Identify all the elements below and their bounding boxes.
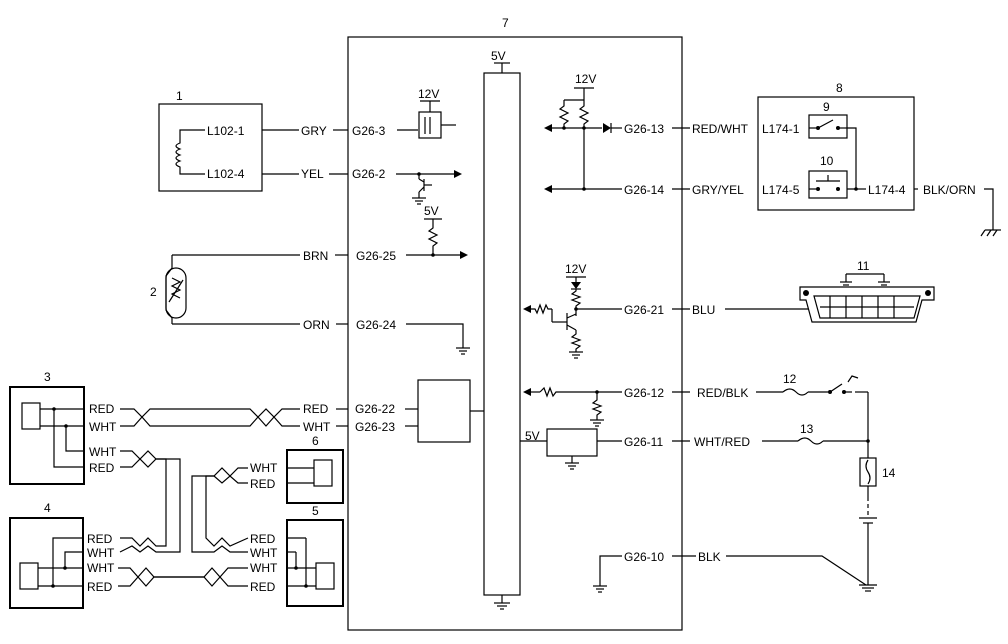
wire-red-blk: RED/BLK: [697, 386, 748, 400]
pin-g26-23: G26-23: [355, 420, 395, 434]
pin-g26-11: G26-11: [624, 435, 663, 449]
voltage-5v-regulator: 5V: [525, 429, 540, 443]
module-3: 3: [9, 370, 85, 485]
component-label-7: 7: [502, 16, 509, 30]
pin-g26-10: G26-10: [624, 550, 664, 564]
voltage-12v-blu: 12V: [565, 262, 586, 276]
wire-yel: YEL: [301, 167, 324, 181]
pin-l102-1: L102-1: [207, 124, 245, 138]
temperature-sensor: 2: [150, 254, 300, 325]
diagnostic-connector: 11: [799, 259, 935, 323]
pin-g26-12: G26-12: [624, 386, 664, 400]
pin-g26-13: G26-13: [624, 122, 664, 136]
can-transceiver: [417, 379, 471, 443]
component-label-14: 14: [882, 466, 896, 480]
wire-wht-5a: WHT: [250, 546, 278, 560]
wire-red-3a: RED: [89, 402, 115, 416]
component-label-11: 11: [857, 259, 870, 273]
wire-red-6: RED: [250, 477, 276, 491]
component-label-9: 9: [823, 100, 830, 114]
fuse-14: 14: [859, 441, 896, 497]
wire-blk-orn: BLK/ORN: [923, 183, 976, 197]
pin-g26-14: G26-14: [624, 183, 664, 197]
wire-wht-4a: WHT: [87, 546, 115, 560]
voltage-12v-relay: 12V: [575, 72, 596, 86]
component-label-13: 13: [800, 422, 814, 436]
pin-g26-25: G26-25: [356, 249, 396, 263]
pin-g26-21: G26-21: [624, 303, 664, 317]
wire-wht-7: WHT: [303, 420, 331, 434]
component-label-3: 3: [44, 370, 51, 384]
bus-voltage-label: 5V: [491, 49, 506, 63]
component-label-12: 12: [783, 372, 797, 386]
coil-sensor: 1 L102-1 L102-4: [158, 89, 263, 192]
wire-brn: BRN: [303, 249, 328, 263]
wire-wht-3b: WHT: [89, 445, 117, 459]
wire-orn: ORN: [303, 318, 330, 332]
wire-red-5b: RED: [250, 580, 276, 594]
mosfet-symbol: 12V: [418, 87, 456, 139]
pin-l174-4: L174-4: [868, 183, 906, 197]
pin-l174-5: L174-5: [762, 183, 800, 197]
pin-g26-2: G26-2: [352, 167, 386, 181]
voltage-5v-brn: 5V: [424, 204, 439, 218]
wire-red-5a: RED: [250, 532, 276, 546]
wire-blk: BLK: [698, 550, 721, 564]
component-label-6: 6: [312, 434, 319, 448]
component-label-1: 1: [176, 89, 183, 103]
module-5: 5: [286, 504, 344, 607]
pin-l102-4: L102-4: [207, 167, 245, 181]
wire-red-4a: RED: [87, 532, 113, 546]
voltage-12v-mosfet: 12V: [418, 87, 439, 101]
wire-wht-3a: WHT: [89, 420, 117, 434]
wire-gry-yel: GRY/YEL: [692, 183, 744, 197]
wire-red-4b: RED: [87, 580, 113, 594]
wire-wht-red: WHT/RED: [694, 435, 750, 449]
wire-red-wht: RED/WHT: [692, 122, 749, 136]
voltage-regulator: [546, 428, 598, 457]
pin-l174-1: L174-1: [762, 122, 800, 136]
wire-wht-5b: WHT: [250, 561, 278, 575]
switch-assembly: 8 9 10: [757, 81, 915, 211]
pin-g26-24: G26-24: [356, 318, 396, 332]
component-label-2: 2: [150, 285, 157, 299]
component-label-10: 10: [820, 154, 834, 168]
wire-red-3b: RED: [89, 461, 115, 475]
module-6: 6: [286, 434, 344, 504]
transistor-yel: [412, 174, 432, 205]
component-label-8: 8: [836, 81, 843, 95]
pin-g26-3: G26-3: [352, 124, 386, 138]
pin-g26-22: G26-22: [355, 402, 395, 416]
module-4: 4: [9, 501, 84, 609]
wire-wht-6: WHT: [250, 461, 278, 475]
wire-gry: GRY: [301, 124, 327, 138]
component-label-5: 5: [312, 504, 319, 518]
twisted-pair-can: [120, 408, 300, 427]
wire-blu: BLU: [692, 303, 715, 317]
wire-red-7: RED: [303, 402, 329, 416]
battery: [859, 497, 877, 585]
control-module: 7 5V: [347, 16, 683, 631]
component-label-4: 4: [44, 501, 51, 515]
wire-wht-4b: WHT: [87, 561, 115, 575]
